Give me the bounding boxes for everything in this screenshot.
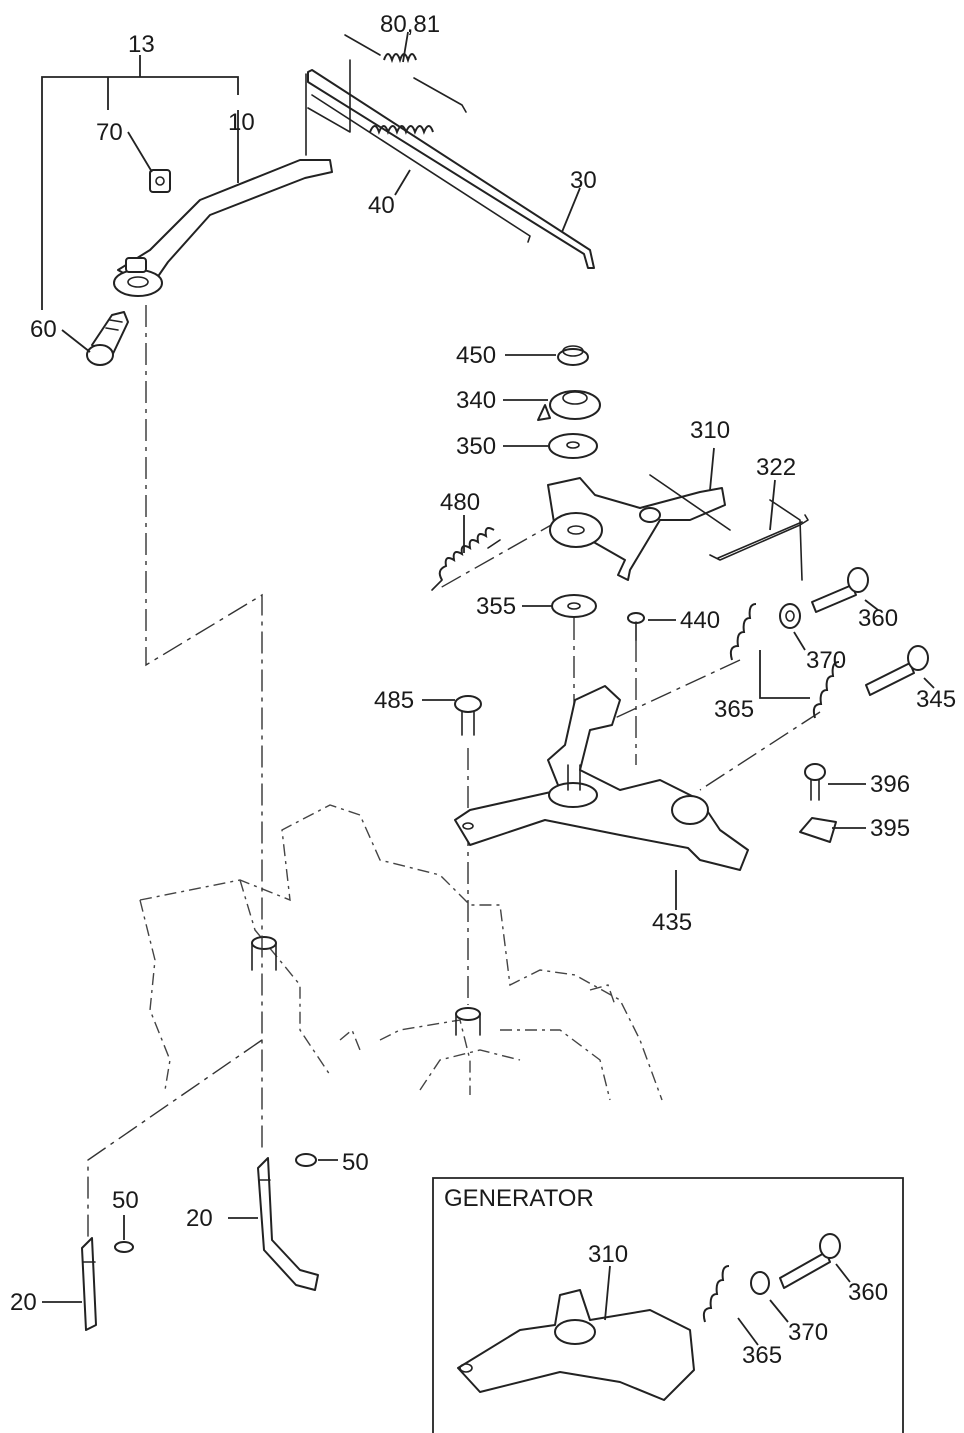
- governor-parts: [422, 345, 935, 910]
- label-20-left: 20: [10, 1289, 37, 1316]
- label-350: 350: [456, 433, 496, 460]
- label-340: 340: [456, 387, 496, 414]
- label-485: 485: [374, 687, 414, 714]
- label-370: 370: [806, 647, 846, 674]
- label-10: 10: [228, 109, 255, 136]
- label-80-81: 80,81: [380, 11, 440, 38]
- engine-block-phantom: [139, 804, 663, 1101]
- label-322: 322: [756, 454, 796, 481]
- label-inset-365: 365: [742, 1342, 782, 1369]
- label-60: 60: [30, 316, 57, 343]
- label-310: 310: [690, 417, 730, 444]
- label-inset-310: 310: [588, 1241, 628, 1268]
- inset-title: GENERATOR: [444, 1185, 594, 1212]
- label-inset-360: 360: [848, 1279, 888, 1306]
- label-480: 480: [440, 489, 480, 516]
- label-450: 450: [456, 342, 496, 369]
- part-labels: 13 70 10 60 80,81 40 30 450 340 350 310 …: [10, 11, 956, 1369]
- label-inset-370: 370: [788, 1319, 828, 1346]
- label-440: 440: [680, 607, 720, 634]
- label-355: 355: [476, 593, 516, 620]
- label-396: 396: [870, 771, 910, 798]
- label-50-center: 50: [342, 1149, 369, 1176]
- generator-inset: [432, 1177, 904, 1433]
- lever-assembly-13: [41, 31, 595, 366]
- lower-rods: [42, 1153, 338, 1331]
- label-435: 435: [652, 909, 692, 936]
- label-50-left: 50: [112, 1187, 139, 1214]
- label-13: 13: [128, 31, 155, 58]
- label-70: 70: [96, 119, 123, 146]
- label-30: 30: [570, 167, 597, 194]
- label-40: 40: [368, 192, 395, 219]
- label-345: 345: [916, 686, 956, 713]
- label-20-center: 20: [186, 1205, 213, 1232]
- label-360: 360: [858, 605, 898, 632]
- alignment-lines: [87, 239, 821, 1238]
- label-365: 365: [714, 696, 754, 723]
- label-395: 395: [870, 815, 910, 842]
